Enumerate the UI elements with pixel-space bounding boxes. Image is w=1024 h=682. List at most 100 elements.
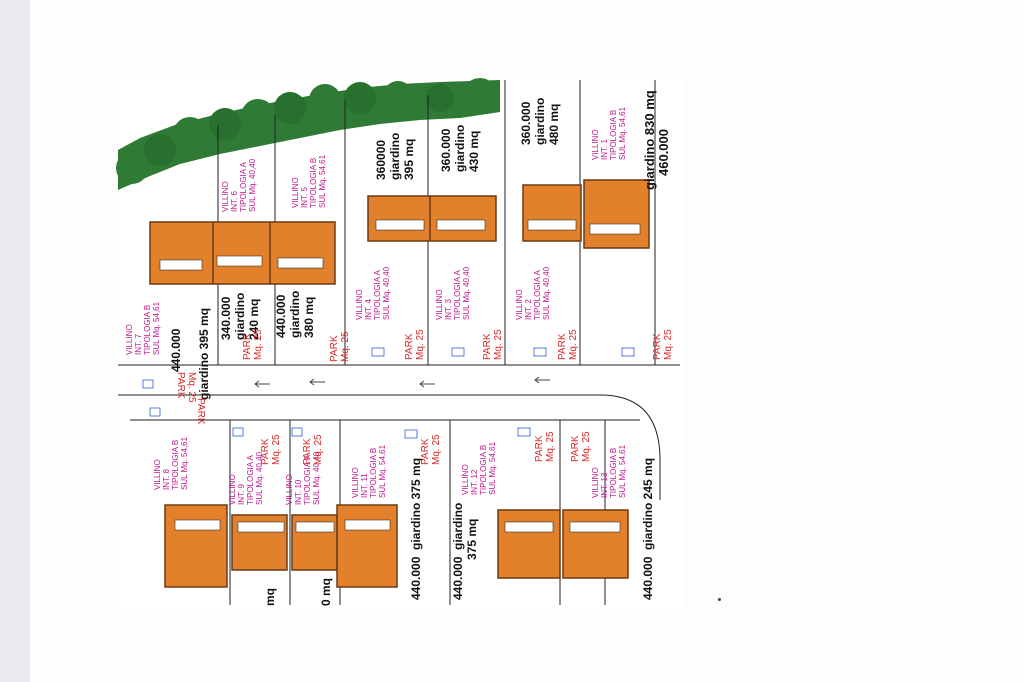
int-int5: INT. 5 bbox=[300, 187, 309, 208]
villino-int13: VILLINO bbox=[591, 467, 600, 498]
tree-icon bbox=[144, 134, 176, 166]
price-int12: 440.000 bbox=[451, 556, 465, 600]
lot-int12-price: 440.000 giardino 375 mq bbox=[451, 503, 479, 600]
lot-int7-info: VILLINO INT. 7 TIPOLOGIA B SUL Mq. 54,61 bbox=[125, 301, 161, 355]
garden2-int12: 375 mq bbox=[465, 519, 479, 560]
park-size: Mq. 25 bbox=[568, 329, 579, 360]
park-label-inv: PARK bbox=[175, 372, 186, 399]
fragment-mq-right: 0 mq bbox=[319, 578, 333, 606]
tipologia-int12: TIPOLOGIA B bbox=[479, 445, 488, 495]
terrace-strip bbox=[159, 259, 203, 271]
tipologia-int6: TIPOLOGIA A bbox=[239, 162, 248, 212]
villino-int7: VILLINO bbox=[125, 324, 134, 355]
villino-int4: VILLINO bbox=[355, 289, 364, 320]
tree-icon bbox=[116, 152, 148, 184]
garden-int12: giardino bbox=[451, 503, 465, 550]
lot-int1-garden: giardino 830 mq bbox=[642, 90, 657, 190]
fragment-mq: mq bbox=[263, 588, 277, 606]
building-group-int4-int3 bbox=[367, 195, 497, 242]
lot-int4-info: VILLINO INT. 4 TIPOLOGIA A SUL Mq. 40,40 bbox=[355, 266, 391, 320]
park-size: Mq. 25 bbox=[415, 329, 426, 360]
lot-lines-top bbox=[118, 80, 680, 396]
tipologia-int1: TIPOLOGIA B bbox=[609, 110, 618, 160]
price-int3: 360.000 bbox=[439, 128, 453, 172]
tree-icon bbox=[274, 92, 306, 124]
villino-int11: VILLINO bbox=[351, 467, 360, 498]
park-size: Mq. 25 bbox=[493, 329, 504, 360]
park-size: Mq. 25 bbox=[313, 434, 324, 465]
park-label: PARK bbox=[302, 438, 313, 465]
building-group-int2-int1 bbox=[522, 179, 650, 249]
price-int6: 340.000 bbox=[219, 296, 233, 340]
park-inverted-2: PARK bbox=[195, 398, 206, 425]
villino-int3: VILLINO bbox=[435, 289, 444, 320]
tree-icon bbox=[426, 84, 454, 112]
int-int2: INT. 2 bbox=[524, 299, 533, 320]
sul-int12: SUL Mq. 54,61 bbox=[488, 441, 497, 495]
terrace-strip bbox=[295, 521, 335, 533]
terrace-strip bbox=[436, 219, 486, 231]
building-int11 bbox=[336, 504, 398, 588]
scan-left-border bbox=[0, 0, 30, 682]
park-label: PARK bbox=[260, 438, 271, 465]
garden2-int6: 240 mq bbox=[247, 299, 261, 340]
park-label: PARK bbox=[420, 438, 431, 465]
lot-int6-info: VILLINO INT. 6 TIPOLOGIA A SUL Mq. 40,40 bbox=[221, 158, 257, 212]
park-label: PARK bbox=[242, 333, 253, 360]
sul-int1: SUL Mq. 54,61 bbox=[618, 106, 627, 160]
scan-dust-dot bbox=[718, 598, 721, 601]
lot-int5-info: VILLINO INT. 5 TIPOLOGIA B SUL Mq. 54,61 bbox=[291, 154, 327, 208]
lot-int9-info: VILLINO INT. 9 TIPOLOGIA A SUL Mq. 40,40 bbox=[228, 451, 264, 505]
lot-int1-price: 460.000 bbox=[656, 129, 671, 176]
sul-int2: SUL Mq. 40,40 bbox=[542, 266, 551, 320]
park-size-inv: Mq. 25 bbox=[186, 372, 197, 403]
tree-icon bbox=[209, 108, 241, 140]
park-label-inv: PARK bbox=[195, 398, 206, 425]
park-label: PARK bbox=[557, 333, 568, 360]
int-int7: INT. 7 bbox=[134, 334, 143, 355]
lot-int6-price: 340.000 giardino 240 mq bbox=[219, 293, 261, 340]
terrace-strip bbox=[504, 521, 554, 533]
park-size: Mq. 25 bbox=[663, 329, 674, 360]
terrace-strip bbox=[344, 519, 391, 531]
sul-int8: SUL Mq. 54,61 bbox=[180, 436, 189, 490]
park-size: Mq. 25 bbox=[340, 331, 351, 362]
tree-row bbox=[116, 78, 500, 190]
sul-int4: SUL Mq. 40,40 bbox=[382, 266, 391, 320]
sul-int3: SUL Mq. 40,40 bbox=[462, 266, 471, 320]
building-int2 bbox=[522, 184, 582, 242]
int-int6: INT. 6 bbox=[230, 191, 239, 212]
terrace-strip bbox=[174, 519, 221, 531]
tipologia-int7: TIPOLOGIA B bbox=[143, 305, 152, 355]
villino-int6: VILLINO bbox=[221, 181, 230, 212]
lot-int11-price: 440.000 giardino 375 mq bbox=[409, 458, 423, 600]
building-int13 bbox=[562, 509, 629, 579]
garden2-int3: 430 mq bbox=[467, 131, 481, 172]
garden-int5: giardino bbox=[288, 291, 302, 338]
garden-int13: giardino 245 mq bbox=[641, 458, 655, 550]
park-label: PARK bbox=[534, 435, 545, 462]
lot-int8-info: VILLINO INT. 8 TIPOLOGIA B SUL Mq. 54,61 bbox=[153, 436, 189, 490]
villino-int10: VILLINO bbox=[285, 474, 294, 505]
terrace-strip bbox=[527, 219, 577, 231]
int-int3: INT. 3 bbox=[444, 299, 453, 320]
garden2-int5: 380 mq bbox=[302, 297, 316, 338]
park-size: Mq. 25 bbox=[271, 434, 282, 465]
road-arrows bbox=[254, 376, 550, 388]
building-int1 bbox=[583, 179, 650, 249]
garden2-int2: 480 mq bbox=[547, 104, 561, 145]
price-int5: 440.000 bbox=[274, 294, 288, 338]
terrace-strip bbox=[589, 223, 641, 235]
park-size: Mq. 25 bbox=[253, 329, 264, 360]
tipologia-int10: TIPOLOGIA A bbox=[303, 455, 312, 505]
park-label: PARK bbox=[570, 435, 581, 462]
lot-int7-price: 440.000 bbox=[169, 328, 183, 372]
garden-int6: giardino bbox=[233, 293, 247, 340]
garden-int2: giardino bbox=[533, 98, 547, 145]
int-int8: INT. 8 bbox=[162, 469, 171, 490]
tipologia-int2: TIPOLOGIA A bbox=[533, 270, 542, 320]
lot-int13-info: VILLINO INT. 13 TIPOLOGIA B SUL Mq. 54,6… bbox=[591, 444, 627, 498]
villino-int2: VILLINO bbox=[515, 289, 524, 320]
